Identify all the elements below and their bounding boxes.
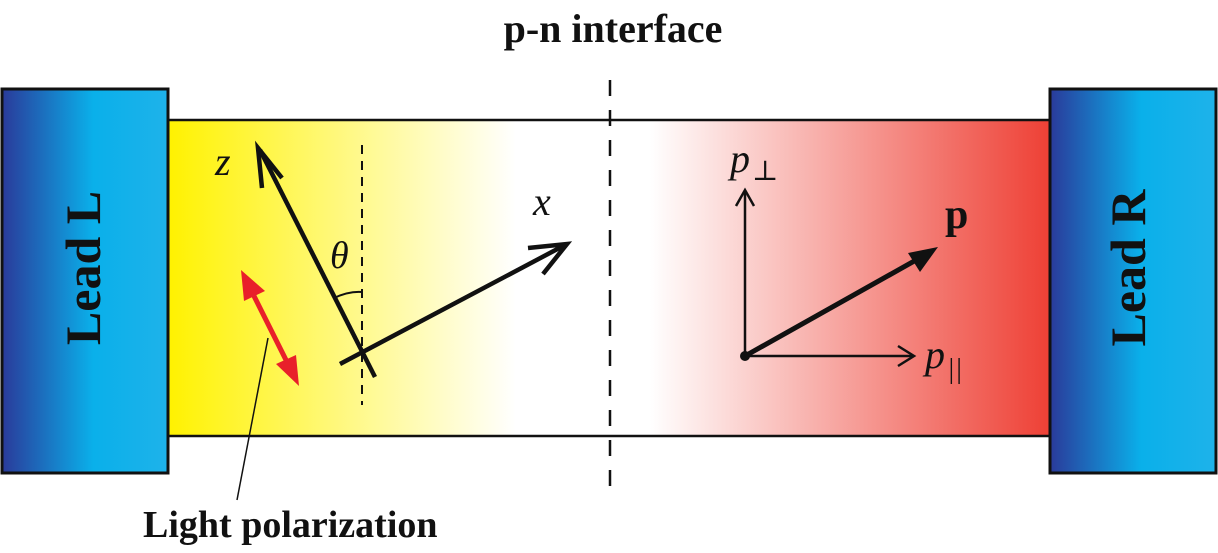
p-par-symbol: p	[922, 332, 945, 377]
n-doped-region	[650, 120, 1050, 436]
lead-left-label: Lead L	[55, 191, 111, 345]
polarization-arrowhead-bottom	[276, 355, 299, 386]
p-doped-region	[168, 120, 516, 436]
x-axis-line	[338, 243, 567, 366]
p-perp-arrowhead	[734, 187, 756, 207]
lead-right-block	[1048, 87, 1218, 475]
lead-left-block	[0, 87, 170, 475]
z-axis-line	[257, 148, 378, 379]
polarization-label: Light polarization	[143, 504, 438, 546]
p-par-label: p||	[922, 332, 962, 385]
polarization-arrowhead-top	[241, 270, 265, 301]
x-axis-arrowhead	[527, 241, 573, 276]
momentum-vector-label: p	[945, 192, 968, 238]
interface-title: p-n interface	[504, 6, 723, 51]
p-perp-symbol: p	[727, 136, 750, 181]
momentum-vector-line	[743, 252, 927, 359]
z-axis-label: z	[214, 139, 231, 184]
theta-arc	[333, 290, 363, 299]
polarization-pointer-line	[236, 337, 269, 501]
momentum-vector-arrowhead	[908, 247, 938, 272]
theta-label: θ	[330, 235, 349, 277]
z-axis-arrowhead	[255, 140, 284, 189]
p-par-subscript: ||	[947, 354, 962, 385]
p-perp-label: p⊥	[727, 136, 778, 187]
x-axis-label: x	[532, 179, 551, 224]
p-perp-subscript: ⊥	[752, 156, 778, 187]
polarization-arrow-shaft	[247, 286, 293, 370]
lead-right-label: Lead R	[1100, 189, 1156, 347]
p-par-arrowhead	[897, 344, 917, 368]
